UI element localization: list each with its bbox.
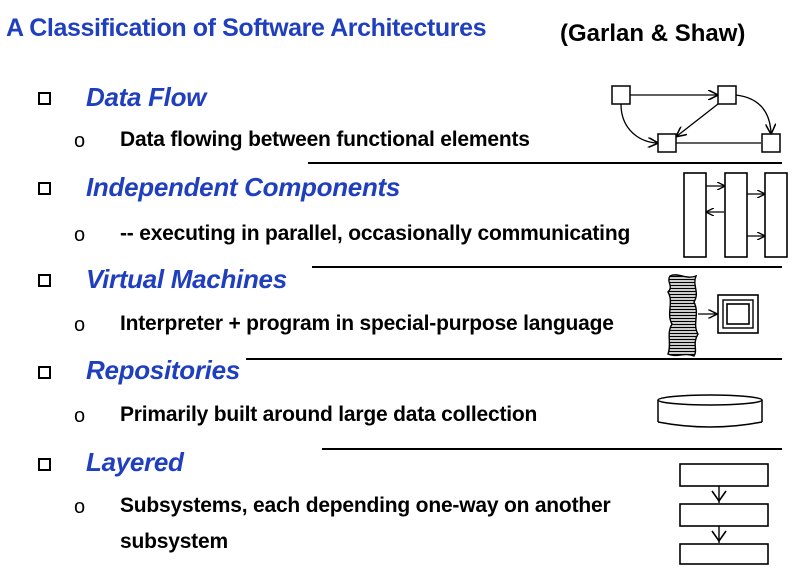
separator-line xyxy=(308,162,782,164)
slide-title: A Classification of Software Architectur… xyxy=(6,14,487,42)
square-bullet-icon xyxy=(38,274,51,287)
description-independent-components: -- executing in parallel, occasionally c… xyxy=(120,222,631,245)
data-flow-diagram-icon xyxy=(611,85,781,153)
description-layered-line2: subsystem xyxy=(120,530,228,553)
separator-line xyxy=(322,448,782,450)
sub-bullet-marker: o xyxy=(74,314,86,336)
square-bullet-icon xyxy=(38,458,51,471)
heading-layered: Layered xyxy=(86,447,184,477)
description-data-flow: Data flowing between functional elements xyxy=(120,128,530,151)
separator-line xyxy=(312,266,782,268)
description-virtual-machines: Interpreter + program in special-purpose… xyxy=(120,312,614,335)
separator-line xyxy=(246,358,782,360)
independent-components-diagram-icon xyxy=(683,172,788,258)
square-bullet-icon xyxy=(38,366,51,379)
layered-stack-diagram-icon xyxy=(679,463,769,565)
description-layered: Subsystems, each depending one-way on an… xyxy=(120,494,611,517)
heading-independent-components: Independent Components xyxy=(86,172,401,202)
square-bullet-icon xyxy=(38,182,51,195)
heading-repositories: Repositories xyxy=(86,355,240,385)
sub-bullet-marker: o xyxy=(74,496,86,518)
heading-virtual-machines: Virtual Machines xyxy=(86,264,287,294)
virtual-machine-diagram-icon xyxy=(667,274,759,357)
sub-bullet-marker: o xyxy=(74,130,86,152)
heading-data-flow: Data Flow xyxy=(86,82,207,112)
author-citation: (Garlan & Shaw) xyxy=(560,20,746,47)
sub-bullet-marker: o xyxy=(74,224,86,246)
description-repositories: Primarily built around large data collec… xyxy=(120,403,538,426)
sub-bullet-marker: o xyxy=(74,405,86,427)
square-bullet-icon xyxy=(38,92,51,105)
repository-cylinder-icon xyxy=(657,394,763,428)
